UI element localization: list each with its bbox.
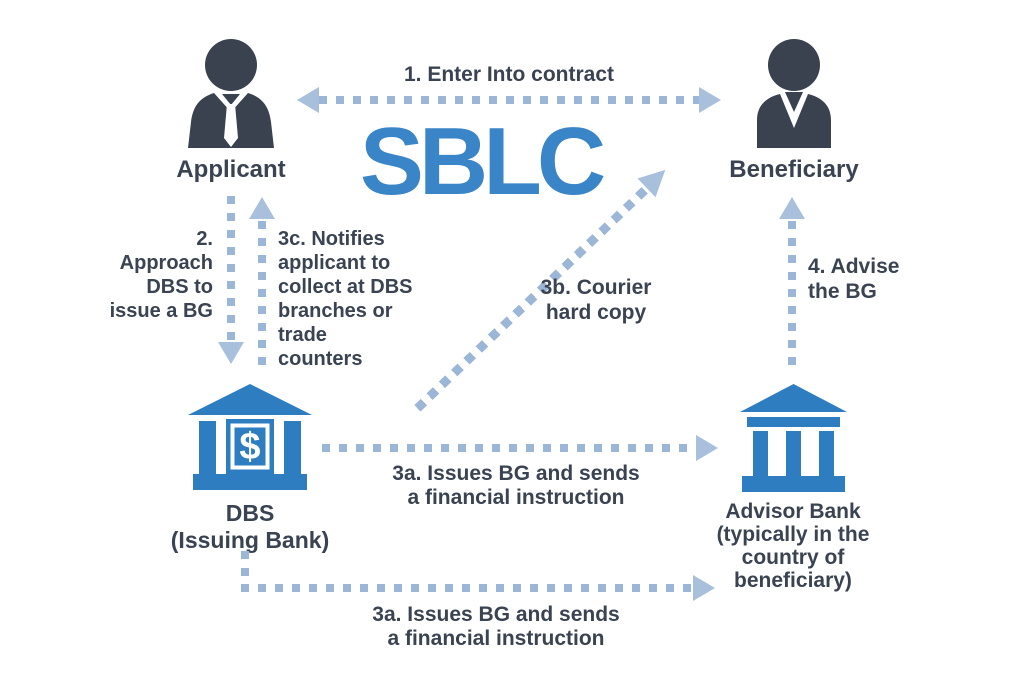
contract-dotted-line [319,96,699,104]
step3c-notify-label: 3c. Notifies applicant to collect at DBS… [278,228,413,370]
step3b-courier-label: 3b. Courier hard copy [540,276,652,324]
contract-arrowhead-left-icon [297,87,319,113]
advise-dotted-line [788,221,796,374]
notify-arrowhead-up-icon [249,197,275,219]
dollar-sign-icon: $ [239,426,260,468]
issue-bottom-vertical-dotted-line [241,551,249,585]
issue-mid-arrowhead-icon [696,435,718,461]
contract-arrowhead-right-icon [699,87,721,113]
step3a-bottom-label: 3a. Issues BG and sends a financial inst… [372,603,620,650]
diagram-title: SBLC [359,108,606,215]
approach-dotted-line [227,196,235,342]
applicant-businessman-icon [188,39,274,148]
advisor-bank-label: Advisor Bank (typically in the country o… [716,500,870,592]
advise-arrowhead-up-icon [779,197,805,219]
step4-advise-label: 4. Advise the BG [808,255,900,303]
beneficiary-businessman-icon [757,39,831,148]
approach-arrowhead-down-icon [218,342,244,364]
issue-bottom-dotted-line [241,584,693,592]
step2-approach-label: 2. Approach DBS to issue a BG [109,228,213,322]
applicant-label: Applicant [176,156,286,183]
issuing-bank-label: DBS (Issuing Bank) [170,500,330,553]
issue-mid-dotted-line [322,444,696,452]
dbs-bank-dollar-icon: $ [188,384,312,490]
beneficiary-label: Beneficiary [729,156,859,183]
advisor-bank-columns-icon [740,384,847,492]
issue-bottom-arrowhead-icon [693,575,715,601]
step3a-mid-label: 3a. Issues BG and sends a financial inst… [392,462,640,509]
step1-enter-contract-label: 1. Enter Into contract [403,63,615,86]
notify-dotted-line [258,221,266,368]
